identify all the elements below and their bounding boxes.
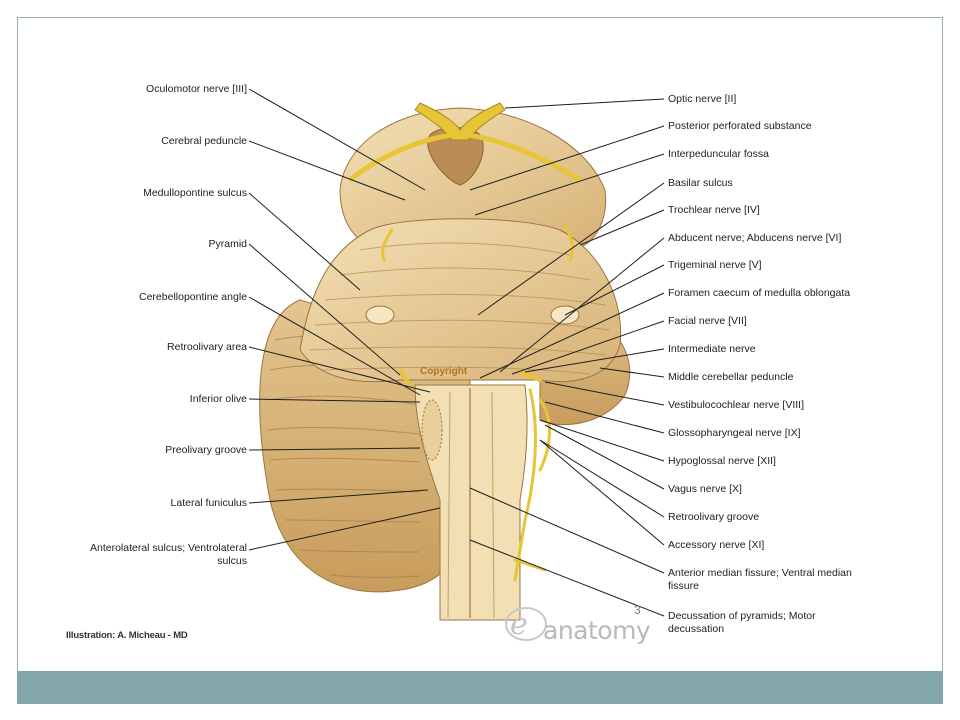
label-interpeduncular-fossa: Interpeduncular fossa: [668, 148, 769, 160]
brand-wordmark: anatomy: [543, 616, 651, 645]
label-abducent-nerve: Abducent nerve; Abducens nerve [VI]: [668, 232, 842, 244]
label-facial-nerve: Facial nerve [VII]: [668, 315, 747, 327]
label-middle-cerebellar-peduncle: Middle cerebellar peduncle: [668, 371, 794, 383]
label-anterolateral-sulcus: Anterolateral sulcus; Ventrolateral sulc…: [89, 542, 247, 567]
label-preolivary-groove: Preolivary groove: [165, 444, 247, 456]
label-foramen-caecum: Foramen caecum of medulla oblongata: [668, 287, 851, 299]
label-retroolivary-area: Retroolivary area: [167, 341, 247, 353]
label-vestibulocochlear-nerve: Vestibulocochlear nerve [VIII]: [668, 399, 804, 411]
label-posterior-perforated-substance: Posterior perforated substance: [668, 120, 812, 132]
optic-chiasm: [348, 102, 582, 183]
label-pyramid: Pyramid: [208, 238, 247, 250]
label-medullopontine-sulcus: Medullopontine sulcus: [143, 187, 247, 199]
label-anterior-median-fissure: Anterior median fissure; Ventral median …: [668, 567, 852, 592]
label-lateral-funiculus: Lateral funiculus: [170, 497, 247, 509]
label-inferior-olive: Inferior olive: [189, 393, 247, 405]
label-basilar-sulcus: Basilar sulcus: [668, 177, 733, 189]
label-oculomotor-nerve: Oculomotor nerve [III]: [146, 83, 247, 95]
pons: [299, 218, 622, 383]
cranial-nerves: [381, 223, 574, 582]
label-trigeminal-nerve: Trigeminal nerve [V]: [668, 259, 762, 271]
label-glossopharyngeal-nerve: Glossopharyngeal nerve [IX]: [668, 427, 801, 439]
label-retroolivary-groove: Retroolivary groove: [668, 511, 760, 523]
label-vagus-nerve: Vagus nerve [X]: [668, 483, 742, 495]
illustration-credit: Illustration: A. Micheau - MD: [66, 630, 188, 641]
e-anatomy-logo-icon: e: [505, 607, 547, 642]
copyright-watermark: Copyright: [420, 366, 468, 377]
slide-number: 3: [634, 603, 641, 617]
label-accessory-nerve: Accessory nerve [XI]: [668, 539, 765, 551]
leader-lines: [248, 88, 665, 617]
label-optic-nerve: Optic nerve [II]: [668, 93, 737, 105]
footer-bar: [17, 671, 943, 704]
svg-text:e: e: [510, 607, 528, 642]
label-intermediate-nerve: Intermediate nerve: [668, 343, 756, 355]
label-cerebellopontine-angle: Cerebellopontine angle: [139, 291, 247, 303]
medulla: [414, 384, 528, 621]
label-cerebral-peduncle: Cerebral peduncle: [161, 135, 247, 147]
label-trochlear-nerve: Trochlear nerve [IV]: [668, 204, 760, 216]
label-hypoglossal-nerve: Hypoglossal nerve [XII]: [668, 455, 776, 467]
label-decussation-of-pyramids: Decussation of pyramids; Motor decussati…: [668, 610, 816, 635]
